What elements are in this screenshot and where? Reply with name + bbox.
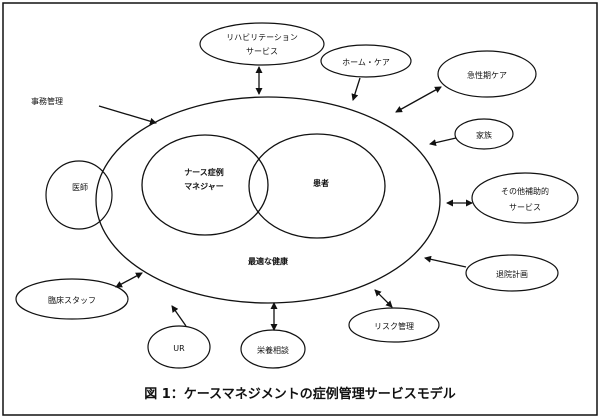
nurse-case-manager-label-line2: マネジャー <box>184 181 224 191</box>
nutrition-label: 栄養相談 <box>257 345 289 355</box>
acute-care-label: 急性期ケア <box>467 70 507 80</box>
arrow-office <box>98 105 157 125</box>
doctor-label: 医師 <box>72 182 88 192</box>
risk-bubble <box>348 307 440 343</box>
patient-circle <box>248 133 386 239</box>
patient-label: 患者 <box>313 178 329 188</box>
arrow-acute-care <box>395 86 442 113</box>
arrow-home-care <box>351 77 361 101</box>
office-label: 事務管理 <box>31 96 63 106</box>
nurse-case-manager-label-line1: ナース症例 <box>184 167 224 177</box>
other-aux-label-line2: サービス <box>509 203 541 212</box>
discharge-bubble <box>465 254 559 292</box>
figure-caption: 図 1：ケースマネジメントの症例管理サービスモデル <box>144 386 456 402</box>
home-care-bubble <box>320 44 412 78</box>
family-bubble <box>454 118 514 150</box>
arrow-discharge <box>424 255 467 268</box>
clinical-staff-bubble <box>15 278 129 320</box>
clinical-staff-label: 臨床スタッフ <box>48 295 96 305</box>
rehab-label-line2: サービス <box>246 47 278 56</box>
rehab-bubble <box>199 22 325 66</box>
nurse-case-manager-circle <box>141 134 269 236</box>
optimal-health-label: 最適な健康 <box>248 256 289 266</box>
ur-bubble <box>147 325 211 369</box>
discharge-label: 退院計画 <box>496 269 528 279</box>
other-aux-label-line1: その他補助的 <box>501 186 549 196</box>
optimal-health-ellipse <box>95 96 441 304</box>
arrow-family <box>429 137 457 147</box>
risk-label: リスク管理 <box>374 321 414 331</box>
doctor-circle <box>45 160 113 230</box>
family-label: 家族 <box>476 130 492 140</box>
arrow-risk <box>374 289 393 308</box>
other-aux-bubble <box>471 172 579 224</box>
acute-care-bubble <box>437 50 537 98</box>
home-care-label: ホーム・ケア <box>342 58 390 67</box>
arrow-ur <box>171 305 187 327</box>
ur-label: UR <box>173 344 185 353</box>
arrow-clinical-staff <box>115 272 143 288</box>
rehab-label-line1: リハビリテーション <box>226 33 298 42</box>
